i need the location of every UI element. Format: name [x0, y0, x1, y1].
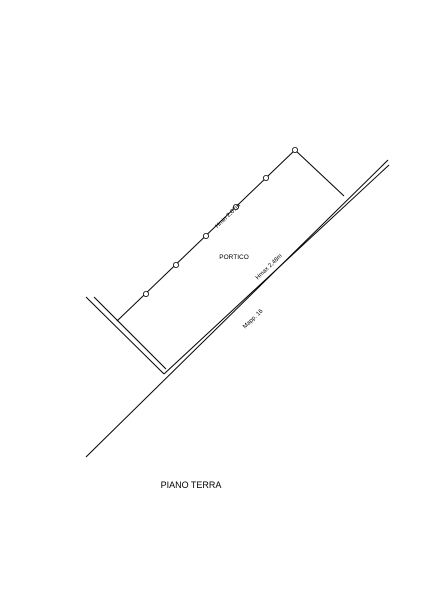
- column-marker: [142, 290, 149, 297]
- portico-right-edge: [294, 149, 345, 197]
- column-marker: [291, 146, 298, 153]
- column-marker: [202, 232, 209, 239]
- room-label: PORTICO: [219, 254, 249, 261]
- parcel-label: Mapp. 16: [242, 308, 265, 330]
- left-wall-outer: [85, 296, 165, 375]
- left-wall-inner: [93, 296, 167, 370]
- column-marker: [172, 261, 179, 268]
- column-marker: [262, 174, 269, 181]
- boundary-line-outer: [85, 159, 389, 458]
- column-marker: [232, 203, 239, 210]
- floor-title: PIANO TERRA: [161, 480, 222, 490]
- boundary-line-inner: [163, 164, 390, 375]
- columns: [142, 146, 298, 297]
- height-min-label: Hmin 2,07m: [215, 203, 242, 230]
